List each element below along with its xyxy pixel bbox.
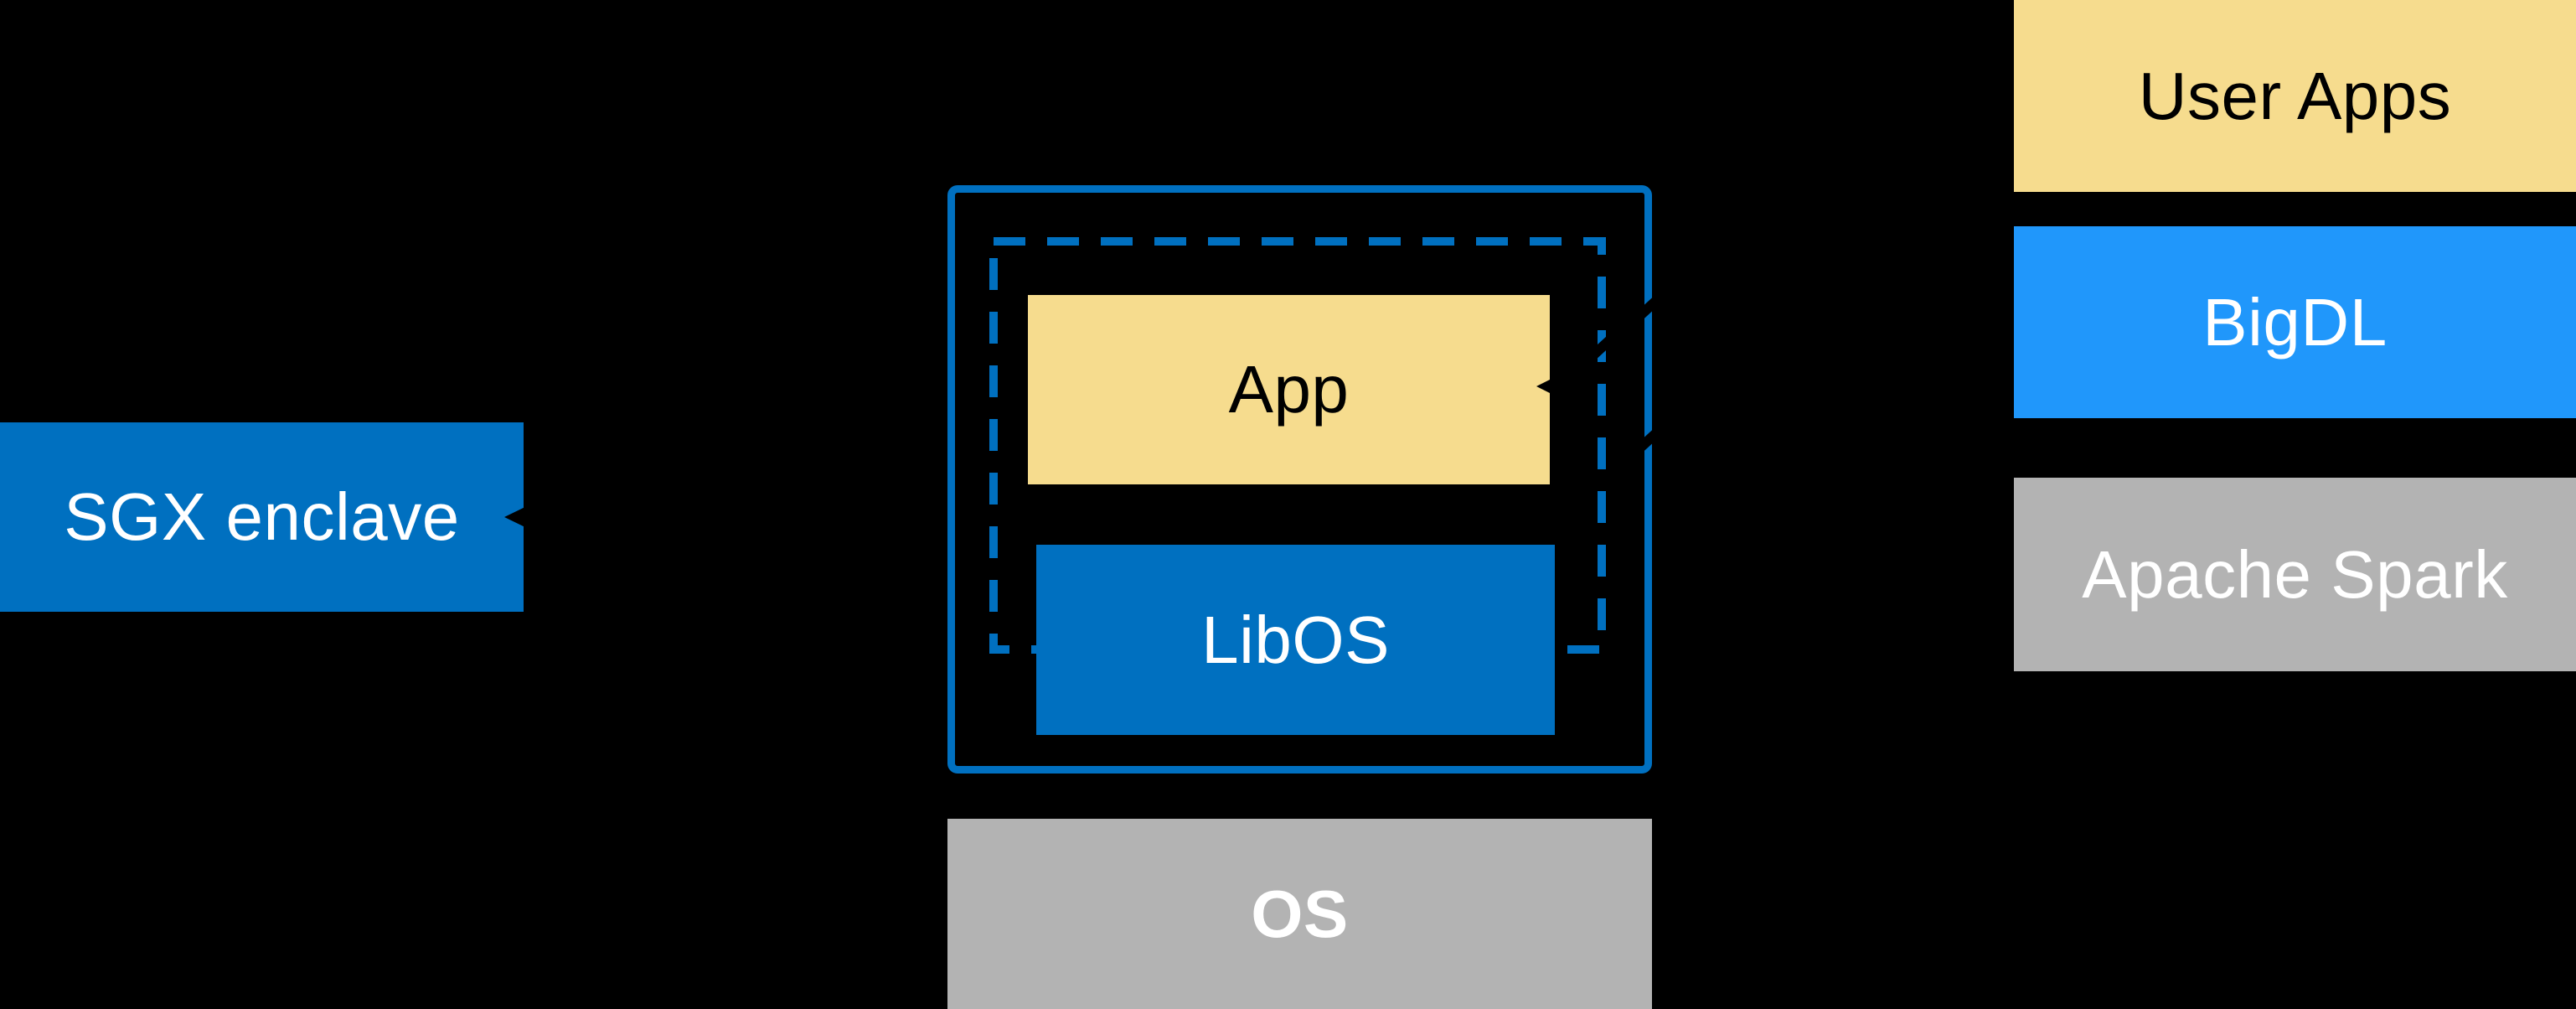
sgx-enclave-box: SGX enclave (0, 422, 524, 612)
apache-spark-box: Apache Spark (2014, 478, 2576, 671)
app-label: App (1228, 352, 1350, 427)
os-label: OS (1251, 876, 1349, 951)
bigdl-label: BigDL (2202, 284, 2388, 360)
os-box: OS (947, 819, 1652, 1009)
user-apps-box: User Apps (2014, 0, 2576, 192)
sgx-enclave-label: SGX enclave (64, 479, 460, 554)
app-box: App (1028, 295, 1550, 484)
user-apps-label: User Apps (2138, 58, 2452, 133)
apache-spark-label: Apache Spark (2082, 536, 2508, 612)
host-box-outline (947, 185, 1652, 774)
libos-label: LibOS (1201, 602, 1390, 677)
libos-box: LibOS (1036, 545, 1555, 735)
bigdl-box: BigDL (2014, 226, 2576, 418)
